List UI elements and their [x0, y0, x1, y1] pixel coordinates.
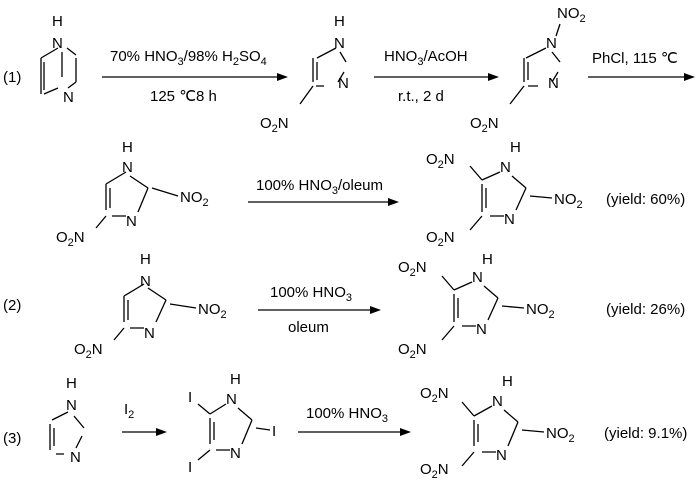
atom-N: N — [226, 391, 237, 408]
nitro-group: NO2 — [557, 5, 586, 25]
nitro-group: NO2 — [198, 301, 227, 321]
reagent-label: 70% HNO3/98% H2SO4 — [110, 48, 267, 68]
atom-N: N — [504, 211, 515, 228]
molecule-imidazole-1: N H N — [40, 13, 77, 106]
molecule-imidazole-3: N H N — [49, 375, 85, 466]
nitro-group: O2N — [398, 259, 427, 279]
atom-I: I — [272, 423, 276, 440]
atom-N: N — [230, 445, 241, 462]
reagent-label: 100% HNO3/oleum — [256, 177, 383, 197]
atom-N: N — [63, 89, 74, 106]
atom-N: N — [52, 35, 63, 52]
molecule-2-4-5-trinitroimidazole: N H N NO2 O2N O2N — [426, 139, 583, 249]
atom-N: N — [126, 213, 137, 230]
atom-N: N — [500, 159, 511, 176]
atom-N: N — [334, 35, 345, 52]
atom-N: N — [140, 273, 151, 290]
atom-H: H — [230, 371, 241, 388]
atom-N: N — [144, 325, 155, 342]
atom-N: N — [122, 159, 133, 176]
atom-N: N — [548, 75, 559, 92]
yield-label: (yield: 9.1%) — [604, 425, 687, 442]
route-label-3: (3) — [3, 430, 21, 447]
atom-H: H — [122, 139, 133, 156]
molecule-2-4-5-trinitroimidazole: N H N NO2 O2N O2N — [420, 373, 575, 481]
route-label-2: (2) — [3, 297, 21, 314]
nitro-group: O2N — [56, 229, 85, 249]
nitro-group: NO2 — [554, 191, 583, 211]
atom-H: H — [482, 251, 493, 268]
atom-H: H — [140, 251, 151, 268]
nitro-group: O2N — [420, 385, 449, 405]
atom-I: I — [188, 389, 192, 406]
yield-label: (yield: 26%) — [606, 301, 685, 318]
reaction-arrow-4: 100% HNO3/oleum — [248, 177, 399, 206]
nitro-group: NO2 — [180, 189, 209, 209]
nitro-group: O2N — [398, 341, 427, 361]
atom-N: N — [496, 447, 507, 464]
reagent-label: 100% HNO3 — [306, 405, 388, 425]
atom-N: N — [476, 321, 487, 338]
molecule-1-4-dinitroimidazole: N N NO2 O2N — [470, 5, 586, 135]
atom-N: N — [472, 269, 483, 286]
molecule-2-4-dinitroimidazole: N H N NO2 O2N — [74, 251, 227, 361]
route-label-1: (1) — [3, 69, 21, 86]
reaction-arrow-2: HNO3/AcOH r.t., 2 d — [374, 48, 499, 105]
atom-N: N — [66, 397, 77, 414]
reagent-label: HNO3/AcOH — [384, 48, 468, 68]
nitro-group: O2N — [420, 461, 449, 481]
molecule-4-nitroimidazole: N H N O2N — [260, 13, 349, 135]
molecule-2-4-5-triiodoimidazole: N H N I I I — [188, 371, 276, 476]
atom-N: N — [546, 35, 557, 52]
atom-H: H — [510, 139, 521, 156]
nitro-group: O2N — [260, 115, 289, 135]
molecule-2-4-5-trinitroimidazole: N H N NO2 O2N O2N — [398, 251, 555, 361]
condition-label: 125 ℃8 h — [150, 88, 217, 105]
nitro-group: O2N — [426, 151, 455, 171]
reagent-label: PhCl, 115 ℃ — [592, 50, 678, 67]
reaction-arrow-5: 100% HNO3 oleum — [258, 284, 381, 336]
nitro-group: NO2 — [546, 425, 575, 445]
atom-H: H — [52, 13, 63, 30]
atom-H: H — [502, 373, 513, 390]
yield-label: (yield: 60%) — [606, 191, 685, 208]
reaction-arrow-3: PhCl, 115 ℃ — [588, 50, 695, 81]
atom-H: H — [334, 13, 345, 30]
molecule-2-4-dinitroimidazole: N H N NO2 O2N — [56, 139, 209, 249]
condition-label: oleum — [288, 319, 329, 336]
nitro-group: O2N — [426, 229, 455, 249]
atom-N: N — [338, 75, 349, 92]
atom-N: N — [70, 449, 81, 466]
reaction-arrow-6: I2 — [122, 401, 167, 436]
reaction-arrow-1: 70% HNO3/98% H2SO4 125 ℃8 h — [102, 48, 288, 105]
condition-label: r.t., 2 d — [398, 88, 444, 105]
atom-H: H — [66, 375, 77, 392]
reagent-label: I2 — [124, 401, 134, 421]
nitro-group: O2N — [470, 115, 499, 135]
reaction-arrow-7: 100% HNO3 — [298, 405, 411, 436]
atom-I: I — [188, 459, 192, 476]
reagent-label: 100% HNO3 — [270, 284, 352, 304]
atom-N: N — [492, 393, 503, 410]
nitro-group: O2N — [74, 341, 103, 361]
nitro-group: NO2 — [526, 301, 555, 321]
